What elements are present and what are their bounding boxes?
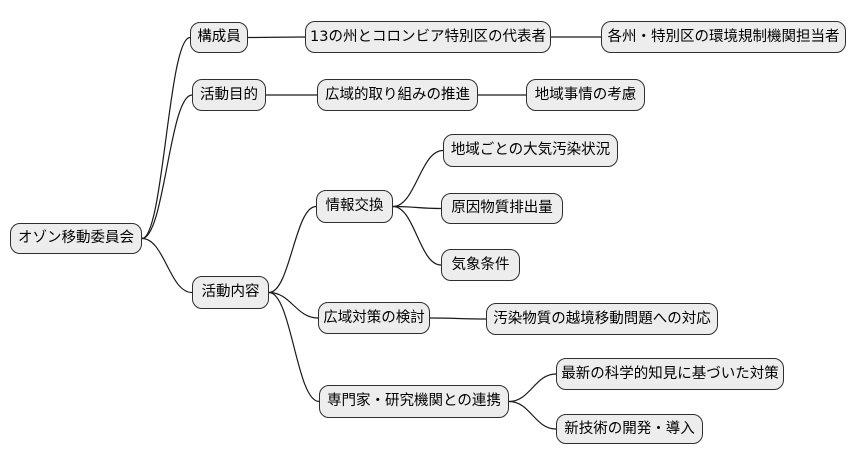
node-activities[interactable]: 活動内容 [192,276,269,309]
edge-activities-experts [268,291,320,403]
node-purpose-promotion[interactable]: 広域的取り組みの推進 [317,79,478,111]
edge-info_exchange-air_pollution [392,149,444,208]
node-purpose-regional[interactable]: 地域事情の考慮 [526,79,645,111]
node-latest-science[interactable]: 最新の科学的知見に基づいた対策 [556,358,784,390]
node-info-exchange[interactable]: 情報交換 [316,190,393,223]
node-purpose[interactable]: 活動目的 [192,79,266,111]
node-countermeasures[interactable]: 広域対策の検討 [318,302,430,334]
edge-root-members [141,36,191,240]
edge-experts-new_tech [508,400,557,430]
edge-countermeasures-transboundary [429,317,487,320]
node-members-rep[interactable]: 13の州とコロンビア特別区の代表者 [305,21,551,53]
node-emissions[interactable]: 原因物質排出量 [441,193,563,224]
node-air-pollution[interactable]: 地域ごとの大気汚染状況 [443,134,618,167]
edge-root-activities [141,237,193,294]
edge-activities-countermeasures [268,291,319,319]
edge-root-purpose [141,94,193,240]
edge-info_exchange-emissions [392,205,442,210]
node-experts[interactable]: 専門家・研究機関との連携 [319,385,509,418]
node-weather[interactable]: 気象条件 [441,249,520,281]
edge-experts-latest_science [508,373,557,403]
edge-members-members_rep [247,36,306,39]
node-members-officials[interactable]: 各州・特別区の環境規制機関担当者 [601,21,846,53]
edge-info_exchange-weather [392,205,442,266]
node-members[interactable]: 構成員 [190,22,248,53]
node-new-tech[interactable]: 新技術の開発・導入 [556,414,703,444]
edge-activities-info_exchange [268,205,317,294]
node-root[interactable]: オゾン移動委員会 [10,223,142,254]
node-transboundary[interactable]: 汚染物質の越境移動問題への対応 [486,303,718,335]
